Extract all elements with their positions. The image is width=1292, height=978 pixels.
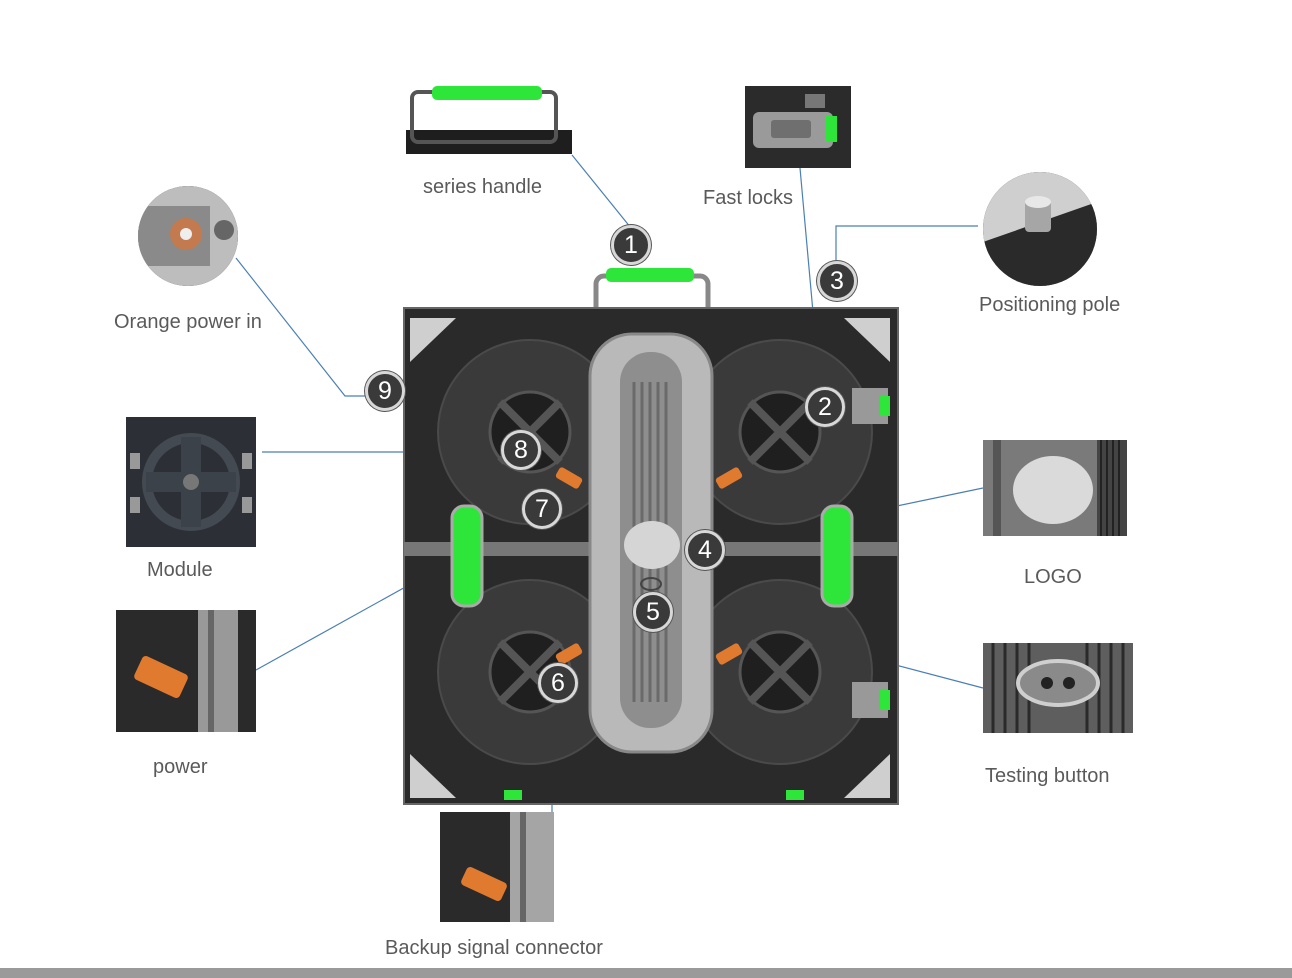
callout-badge-8: 8 (501, 430, 541, 470)
logo-label: LOGO (1024, 566, 1082, 588)
callout-badge-6: 6 (538, 663, 578, 703)
positioning-pole-label: Positioning pole (979, 294, 1121, 316)
callout-badge-5: 5 (633, 592, 673, 632)
series-handle-photo (406, 86, 572, 154)
leader-line-9 (235, 257, 367, 397)
testing-button-photo (983, 643, 1133, 733)
module-photo (126, 417, 256, 547)
leader-line-1 (571, 154, 632, 229)
backup-signal-connector-label: Backup signal connector (385, 937, 603, 959)
callout-badge-9: 9 (365, 371, 405, 411)
power-label: power (153, 756, 208, 778)
bottom-divider (0, 968, 1292, 978)
module-label: Module (147, 559, 213, 581)
positioning-pole-photo (983, 172, 1097, 286)
orange-power-in-label: Orange power in (114, 311, 262, 333)
backup-signal-connector-photo (440, 812, 554, 922)
callout-badge-1: 1 (611, 225, 651, 265)
fast-locks-photo (745, 86, 851, 168)
led-cabinet-rear (403, 268, 899, 805)
callout-badge-4: 4 (685, 530, 725, 570)
series-handle-label: series handle (423, 176, 542, 198)
callout-badge-3: 3 (817, 261, 857, 301)
callout-badge-2: 2 (805, 387, 845, 427)
testing-button-label: Testing button (985, 765, 1110, 787)
fast-locks-label: Fast locks (703, 187, 794, 209)
orange-power-in-photo (138, 186, 238, 286)
logo-photo (983, 440, 1127, 536)
callout-badge-7: 7 (522, 489, 562, 529)
power-photo (116, 610, 256, 732)
leader-line-3 (835, 225, 978, 264)
